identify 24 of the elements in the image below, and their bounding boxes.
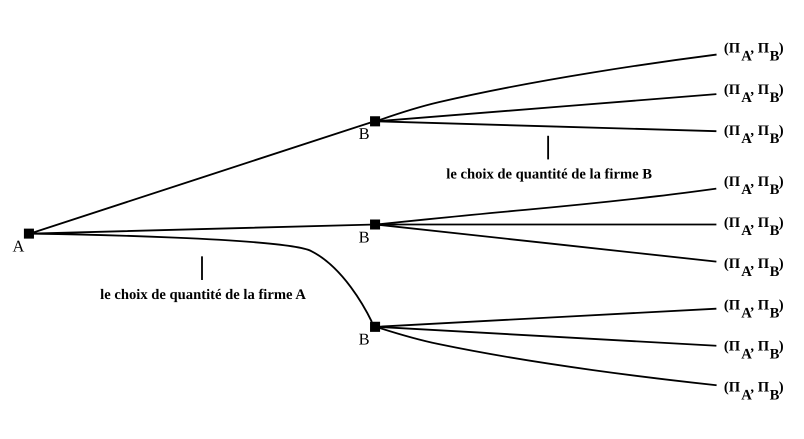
connector bbox=[380, 224, 716, 226]
connector bbox=[380, 326, 716, 347]
connector bbox=[380, 308, 716, 328]
connector bbox=[34, 224, 370, 234]
connector bbox=[379, 327, 717, 386]
connector bbox=[380, 93, 716, 122]
connector bbox=[201, 256, 203, 280]
node-box bbox=[24, 228, 34, 239]
node-box bbox=[370, 220, 380, 230]
node-label: B bbox=[358, 227, 370, 246]
connector bbox=[547, 136, 550, 160]
node-text: le choix de quantité de la firme B bbox=[446, 166, 652, 183]
connector bbox=[380, 54, 717, 121]
node-box bbox=[370, 116, 380, 126]
connector bbox=[33, 122, 371, 234]
node-label: B bbox=[358, 124, 370, 144]
node-box bbox=[370, 322, 380, 332]
connector bbox=[380, 188, 716, 226]
node-label: A bbox=[12, 236, 24, 256]
connector bbox=[380, 120, 716, 132]
connector bbox=[34, 232, 373, 322]
node-text: le choix de quantité de la firme A bbox=[100, 287, 306, 304]
node-label: B bbox=[358, 330, 370, 349]
connector bbox=[380, 224, 716, 263]
